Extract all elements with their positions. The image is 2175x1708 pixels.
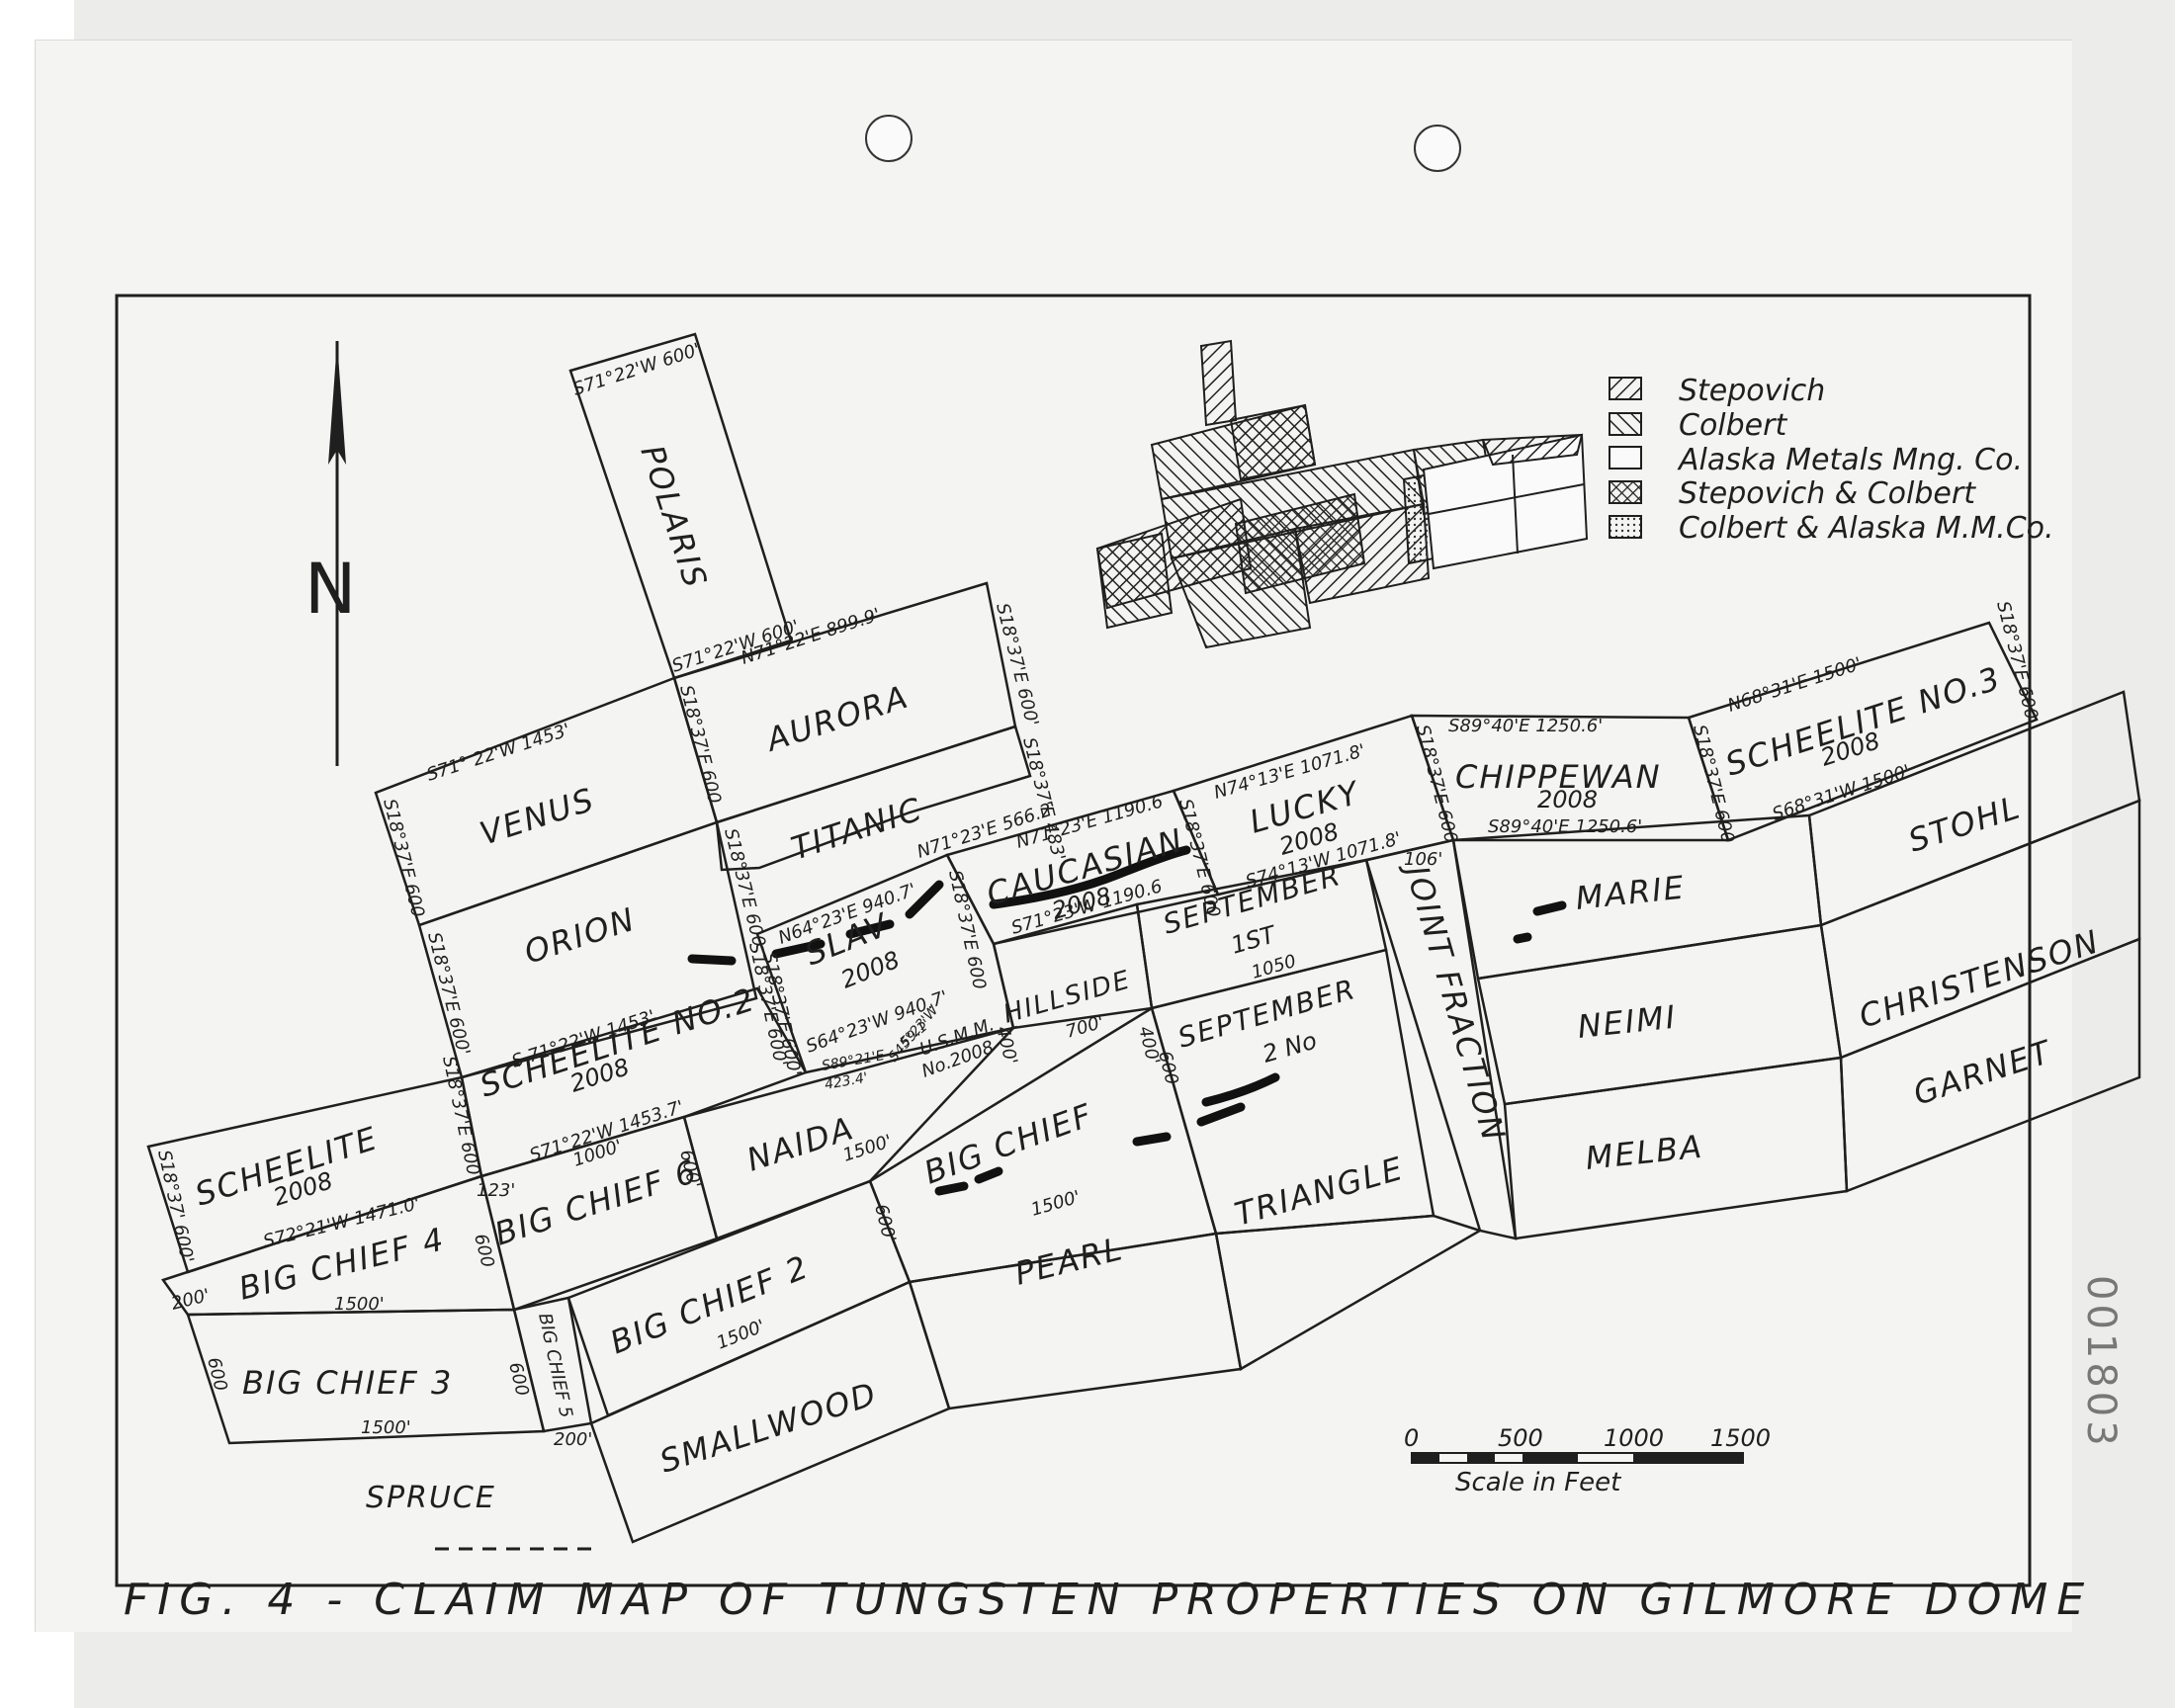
bearing: 400'	[992, 1024, 1021, 1067]
scale-tick: 1500	[1710, 1424, 1771, 1452]
paper-page	[35, 40, 2072, 1632]
claim-melba	[1503, 1056, 1849, 1240]
bearing: S89°40'E 1250.6'	[1448, 716, 1603, 736]
bearing: S18°37'E 600'	[423, 930, 474, 1058]
bearing: S18°37'E 600	[1992, 599, 2042, 722]
bearing: 600'	[870, 1202, 900, 1244]
bearing: S18°37'E 600	[1689, 723, 1738, 845]
legend-swatch-stepovich-colbert	[1609, 480, 1642, 504]
bearing: 106'	[1404, 849, 1442, 870]
label-orion: ORION	[520, 900, 641, 972]
bearing: S71°22'W 600'	[570, 339, 703, 399]
label-september1-sub: 1ST	[1228, 920, 1280, 960]
label-neimi: NEIMI	[1576, 998, 1679, 1046]
label-naida: NAIDA	[742, 1109, 859, 1179]
legend-swatch-alaska-metals	[1609, 446, 1642, 470]
bearing: S89°40'E 1250.6'	[1488, 816, 1642, 837]
scale-tick: 500	[1498, 1424, 1543, 1452]
claim-smallwood	[589, 1280, 951, 1544]
label-titanic: TITANIC	[787, 790, 927, 868]
punch-hole-left	[865, 115, 913, 162]
label-chippewan: CHIPPEWAN	[1455, 758, 1662, 796]
bearing: S18°37'E 600	[1412, 723, 1461, 845]
label-polaris: POLARIS	[633, 441, 715, 594]
bearing: 600	[470, 1232, 498, 1269]
label-aurora: AURORA	[760, 677, 914, 759]
label-melba: MELBA	[1584, 1128, 1705, 1177]
legend-label: Stepovich	[1679, 374, 1825, 408]
bearing: S68°31'W 1500'	[1770, 761, 1913, 825]
claim-scheelite3	[1687, 621, 2039, 842]
label-scheelite2: SCHEELITE NO.2	[476, 981, 760, 1105]
document-number-stamp: 001803	[2078, 1275, 2124, 1450]
bearing: 200'	[169, 1285, 212, 1315]
bearing: S18°37'E 600	[944, 869, 990, 991]
legend-swatch-colbert	[1609, 412, 1642, 436]
bearing: 1500'	[1029, 1187, 1084, 1221]
claim-polaris	[568, 332, 793, 680]
bearing: S18°37'E 600'	[992, 601, 1042, 728]
label-hillside-len: 700'	[1064, 1012, 1107, 1043]
figure-caption: FIG. 4 - CLAIM MAP OF TUNGSTEN PROPERTIE…	[124, 1575, 2093, 1625]
bearing: 600	[1154, 1049, 1182, 1086]
label-spruce: SPRUCE	[366, 1481, 496, 1515]
claim-triangle	[1214, 1214, 1484, 1371]
label-big-chief: BIG CHIEF	[919, 1096, 1098, 1192]
claim-titanic	[715, 725, 1032, 872]
punch-hole-right	[1414, 125, 1461, 172]
claim-boundaries	[146, 332, 2141, 1544]
bearing: S18°37'E 600	[675, 683, 725, 806]
scale-tick: 0	[1404, 1424, 1419, 1452]
bearing: S18°37'E 600	[720, 826, 769, 949]
label-big-chief2: BIG CHIEF 2	[605, 1247, 815, 1361]
label-christenson: CHRISTENSON	[1855, 922, 2105, 1035]
legend: Stepovich Colbert Alaska Metals Mng. Co.…	[1609, 374, 2054, 546]
key-map	[1095, 339, 1589, 649]
bearing: 1500'	[361, 1417, 411, 1438]
bearing: 423.4'	[824, 1070, 869, 1093]
claim-slav	[755, 853, 1015, 1074]
scale-bar: 0 500 1000 1500 Scale in Feet	[1404, 1424, 1771, 1497]
bearing: S18°37' 600'	[153, 1149, 198, 1265]
bearing: S18°37'E 600	[379, 797, 428, 919]
bearing: 123'	[477, 1180, 515, 1201]
scale-tick: 1000	[1604, 1424, 1664, 1452]
bearing: 600	[203, 1355, 231, 1393]
bearing: S71° 22'W 1453'	[424, 720, 572, 786]
label-big-chief6: BIG CHIEF 6	[490, 1153, 703, 1253]
legend-label: Colbert	[1679, 408, 1787, 443]
bearing: 1500'	[334, 1294, 385, 1315]
label-chippewan-year: 2008	[1537, 786, 1598, 813]
label-scheelite3: SCHEELITE NO.3	[1721, 659, 2006, 784]
label-big-chief5: BIG CHIEF 5	[534, 1312, 576, 1420]
north-arrow-icon: N	[304, 341, 356, 766]
legend-label: Colbert & Alaska M.M.Co.	[1679, 511, 2054, 546]
label-big-chief3: BIG CHIEF 3	[242, 1364, 453, 1402]
label-venus: VENUS	[476, 780, 600, 852]
label-pearl: PEARL	[1011, 1230, 1127, 1293]
legend-label: Stepovich & Colbert	[1679, 476, 1976, 511]
north-label: N	[304, 549, 356, 630]
legend-label: Alaska Metals Mng. Co.	[1677, 443, 2023, 477]
label-smallwood: SMALLWOOD	[655, 1375, 882, 1481]
legend-swatch-colbert-alaska	[1609, 515, 1642, 539]
ore-veins	[687, 845, 1567, 1196]
scale-label: Scale in Feet	[1455, 1468, 1621, 1497]
legend-swatch-stepovich	[1609, 377, 1642, 400]
claim-orion	[417, 820, 758, 1079]
label-garnet: GARNET	[1909, 1033, 2057, 1113]
label-stohl: STOHL	[1904, 788, 2026, 859]
label-september2-sub: 2 No	[1260, 1027, 1320, 1068]
bearing: 200'	[554, 1429, 592, 1450]
map-frame	[115, 294, 2032, 1587]
label-marie: MARIE	[1574, 869, 1688, 917]
claim-joint-fraction	[1364, 838, 1518, 1240]
